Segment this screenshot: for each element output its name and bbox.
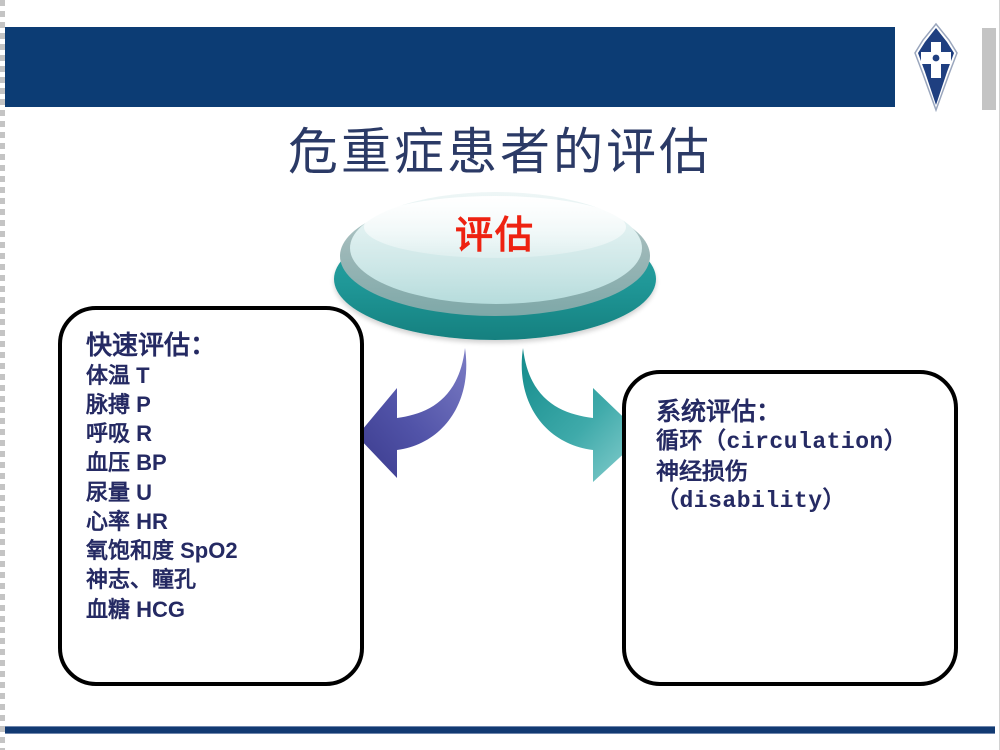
arrow-to-system-assessment-icon — [521, 348, 643, 482]
list-item: 血压 BP — [86, 450, 167, 476]
disc-gloss-highlight — [364, 196, 626, 258]
page-left-edge-strip — [0, 0, 5, 750]
list-item: 血糖 HCG — [86, 596, 186, 622]
list-item: 体温 T — [86, 362, 150, 388]
center-node-label: 评估 — [454, 215, 535, 257]
list-item: 氧饱和度 SpO2 — [86, 538, 238, 564]
scrollbar-thumb[interactable] — [982, 28, 996, 110]
list-item: 尿量 U — [86, 479, 153, 505]
quick-assessment-box: 快速评估： 体温 T 脉搏 P 呼吸 R 血压 BP 尿量 U 心率 HR 氧饱… — [58, 306, 364, 686]
hospital-cross-emblem-icon — [914, 22, 958, 112]
list-item: （disability） — [656, 488, 847, 515]
list-item: 脉搏 P — [86, 391, 151, 417]
center-node-disc: 评估 — [330, 190, 660, 340]
header-banner — [5, 27, 895, 107]
system-assessment-content: 系统评估： 循环（circulation） 神经损伤 （disability） — [626, 374, 954, 517]
footer-rule — [5, 726, 995, 734]
list-item: 呼吸 R — [86, 421, 153, 447]
flow-arrows-group — [357, 348, 643, 482]
list-item: 神志、瞳孔 — [86, 567, 197, 593]
page-title: 危重症患者的评估 — [288, 124, 712, 180]
list-item: 循环（circulation） — [656, 428, 908, 455]
list-item: 心率 HR — [86, 508, 168, 534]
system-assessment-box: 系统评估： 循环（circulation） 神经损伤 （disability） — [622, 370, 958, 686]
quick-assessment-heading: 快速评估： — [86, 330, 217, 360]
list-item: 神经损伤 — [656, 458, 748, 485]
system-assessment-heading: 系统评估： — [656, 398, 782, 426]
arrow-to-quick-assessment-icon — [357, 348, 467, 478]
quick-assessment-content: 快速评估： 体温 T 脉搏 P 呼吸 R 血压 BP 尿量 U 心率 HR 氧饱… — [62, 310, 360, 624]
